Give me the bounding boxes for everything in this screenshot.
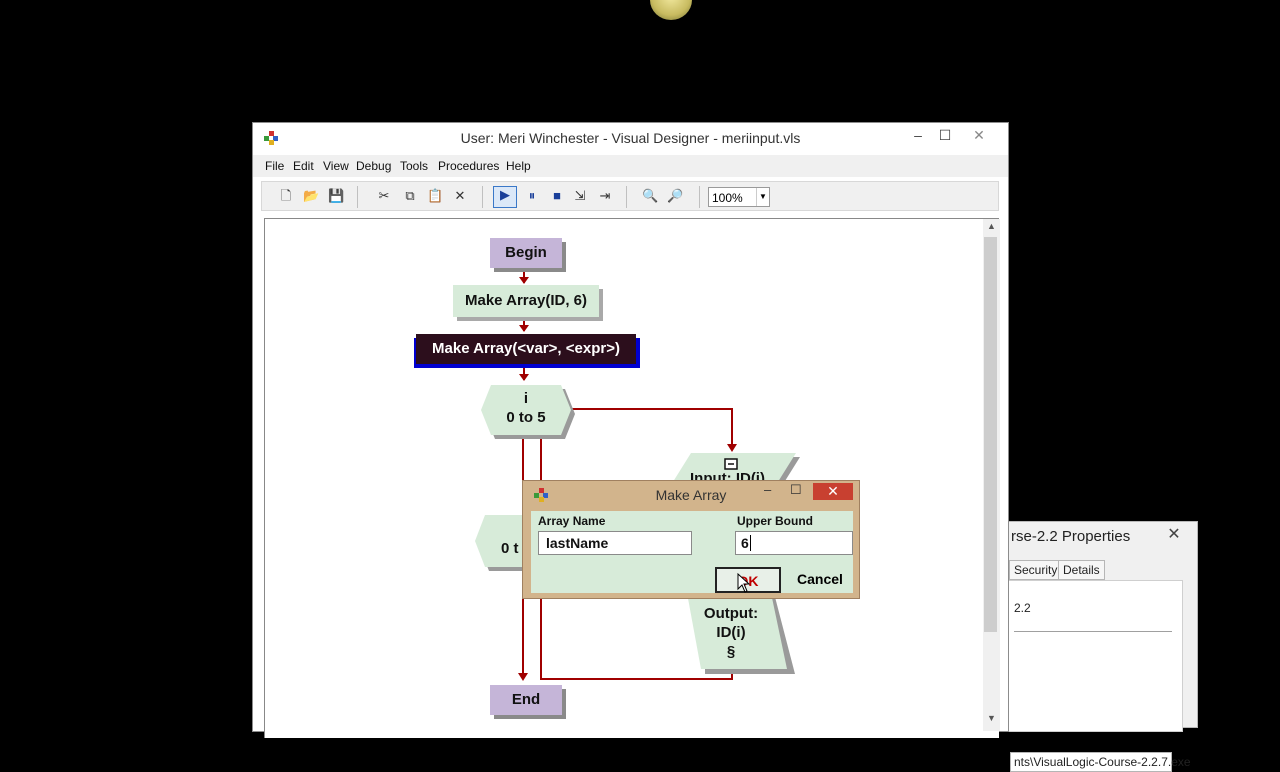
maximize-button[interactable]: ☐ bbox=[938, 127, 952, 143]
mouse-pointer-icon bbox=[737, 572, 751, 593]
menu-bar: File Edit View Debug Tools Procedures He… bbox=[253, 155, 1008, 177]
upper-bound-input[interactable]: 6 bbox=[735, 531, 853, 555]
upper-bound-value: 6 bbox=[741, 535, 749, 551]
flowchart-canvas[interactable]: Begin Make Array(ID, 6) Make Array(<var>… bbox=[264, 218, 999, 738]
copy-icon[interactable]: ⧉ bbox=[405, 188, 415, 203]
loop-shape bbox=[481, 385, 571, 435]
dialog-minimize-button[interactable]: – bbox=[764, 482, 772, 497]
save-icon[interactable]: 💾 bbox=[328, 188, 345, 203]
toolbar-separator bbox=[357, 186, 358, 208]
output-line-1: Output: bbox=[703, 605, 759, 622]
close-button[interactable]: ✕ bbox=[973, 127, 985, 143]
scroll-thumb[interactable] bbox=[984, 237, 997, 632]
menu-help[interactable]: Help bbox=[506, 159, 531, 173]
paste-icon[interactable]: 📋 bbox=[427, 188, 444, 203]
array-name-label: Array Name bbox=[538, 514, 606, 528]
menu-edit[interactable]: Edit bbox=[293, 159, 314, 173]
dialog-maximize-button[interactable]: ☐ bbox=[790, 482, 802, 497]
minimize-button[interactable]: – bbox=[914, 127, 922, 143]
path-field[interactable]: nts\VisualLogic-Course-2.2.7.exe bbox=[1010, 752, 1191, 772]
loop2-label[interactable]: 0 t bbox=[501, 540, 519, 557]
tab-security[interactable]: Security bbox=[1009, 560, 1063, 580]
divider bbox=[1014, 631, 1172, 632]
upper-bound-label: Upper Bound bbox=[737, 514, 813, 528]
zoom-value: 100% bbox=[712, 191, 743, 205]
background-light bbox=[650, 0, 692, 20]
step-into-icon[interactable]: ⇲ bbox=[574, 188, 586, 203]
vertical-scrollbar[interactable]: ▲ ▼ bbox=[983, 219, 1000, 731]
stop-icon[interactable]: ■ bbox=[553, 188, 561, 203]
scroll-down-icon[interactable]: ▼ bbox=[987, 713, 996, 723]
flow-lines bbox=[475, 267, 800, 681]
zoom-select[interactable]: 100% ▼ bbox=[708, 187, 770, 207]
menu-tools[interactable]: Tools bbox=[400, 159, 429, 173]
toolbar-separator bbox=[626, 186, 627, 208]
title-bar[interactable]: User: Meri Winchester - Visual Designer … bbox=[253, 123, 1008, 153]
scroll-up-icon[interactable]: ▲ bbox=[987, 221, 996, 231]
open-folder-icon[interactable]: 📂 bbox=[303, 188, 320, 203]
selected-make-array-template[interactable]: Make Array(<var>, <expr>) bbox=[416, 334, 636, 364]
menu-view[interactable]: View bbox=[323, 159, 349, 173]
make-array-node[interactable]: Make Array(ID, 6) bbox=[453, 285, 599, 317]
chevron-down-icon[interactable]: ▼ bbox=[756, 188, 769, 206]
version-text: 2.2 bbox=[1014, 601, 1031, 615]
menu-file[interactable]: File bbox=[265, 159, 285, 173]
array-name-input[interactable]: lastName bbox=[538, 531, 692, 555]
properties-title: rse-2.2 Properties bbox=[1011, 528, 1131, 545]
new-icon[interactable]: 🗋 bbox=[280, 188, 292, 203]
zoom-out-icon[interactable]: 🔎 bbox=[667, 188, 684, 203]
properties-close-button[interactable]: ✕ bbox=[1167, 526, 1181, 543]
app-icon bbox=[264, 131, 278, 145]
toolbar-separator bbox=[482, 186, 483, 208]
window-title: User: Meri Winchester - Visual Designer … bbox=[460, 130, 801, 146]
toolbar-separator bbox=[699, 186, 700, 208]
visual-designer-window: User: Meri Winchester - Visual Designer … bbox=[252, 122, 1009, 738]
text-cursor bbox=[749, 535, 751, 551]
pause-icon[interactable]: ⏸ bbox=[528, 188, 536, 203]
delete-icon[interactable]: ✕ bbox=[454, 188, 466, 203]
dialog-title: Make Array bbox=[655, 487, 727, 503]
properties-window: rse-2.2 Properties ✕ Security Details 2.… bbox=[1000, 521, 1198, 772]
begin-node[interactable]: Begin bbox=[490, 238, 562, 268]
toolbar: 🗋 📂 💾 ✂ ⧉ 📋 ✕ ▶ ⏸ ■ ⇲ ⇥ 🔍 🔎 100% ▼ bbox=[261, 181, 999, 211]
cut-icon[interactable]: ✂ bbox=[378, 188, 390, 203]
dialog-app-icon bbox=[534, 488, 548, 502]
loop1-label[interactable]: i 0 to 5 bbox=[481, 389, 571, 427]
end-node[interactable]: End bbox=[490, 685, 562, 715]
output-node-label[interactable]: Output: ID(i) § bbox=[691, 604, 771, 661]
properties-panel: 2.2 nts\VisualLogic-Course-2.2.7.exe bbox=[1005, 580, 1191, 772]
loop1-variable: i bbox=[523, 390, 529, 407]
menu-procedures[interactable]: Procedures bbox=[438, 159, 500, 173]
run-icon[interactable]: ▶ bbox=[493, 186, 517, 208]
dialog-body: Array Name lastName Upper Bound 6 OK Can… bbox=[531, 511, 853, 593]
menu-debug[interactable]: Debug bbox=[356, 159, 392, 173]
zoom-in-icon[interactable]: 🔍 bbox=[642, 188, 659, 203]
tab-details[interactable]: Details bbox=[1058, 560, 1105, 580]
loop1-range: 0 to 5 bbox=[506, 409, 546, 426]
output-line-2: ID(i) bbox=[716, 624, 746, 641]
cancel-button[interactable]: Cancel bbox=[797, 571, 843, 587]
output-line-3: § bbox=[726, 643, 736, 660]
dialog-close-button[interactable]: ✕ bbox=[813, 483, 853, 500]
step-over-icon[interactable]: ⇥ bbox=[599, 188, 611, 203]
make-array-dialog: Make Array – ☐ ✕ Array Name lastName Upp… bbox=[522, 480, 860, 599]
